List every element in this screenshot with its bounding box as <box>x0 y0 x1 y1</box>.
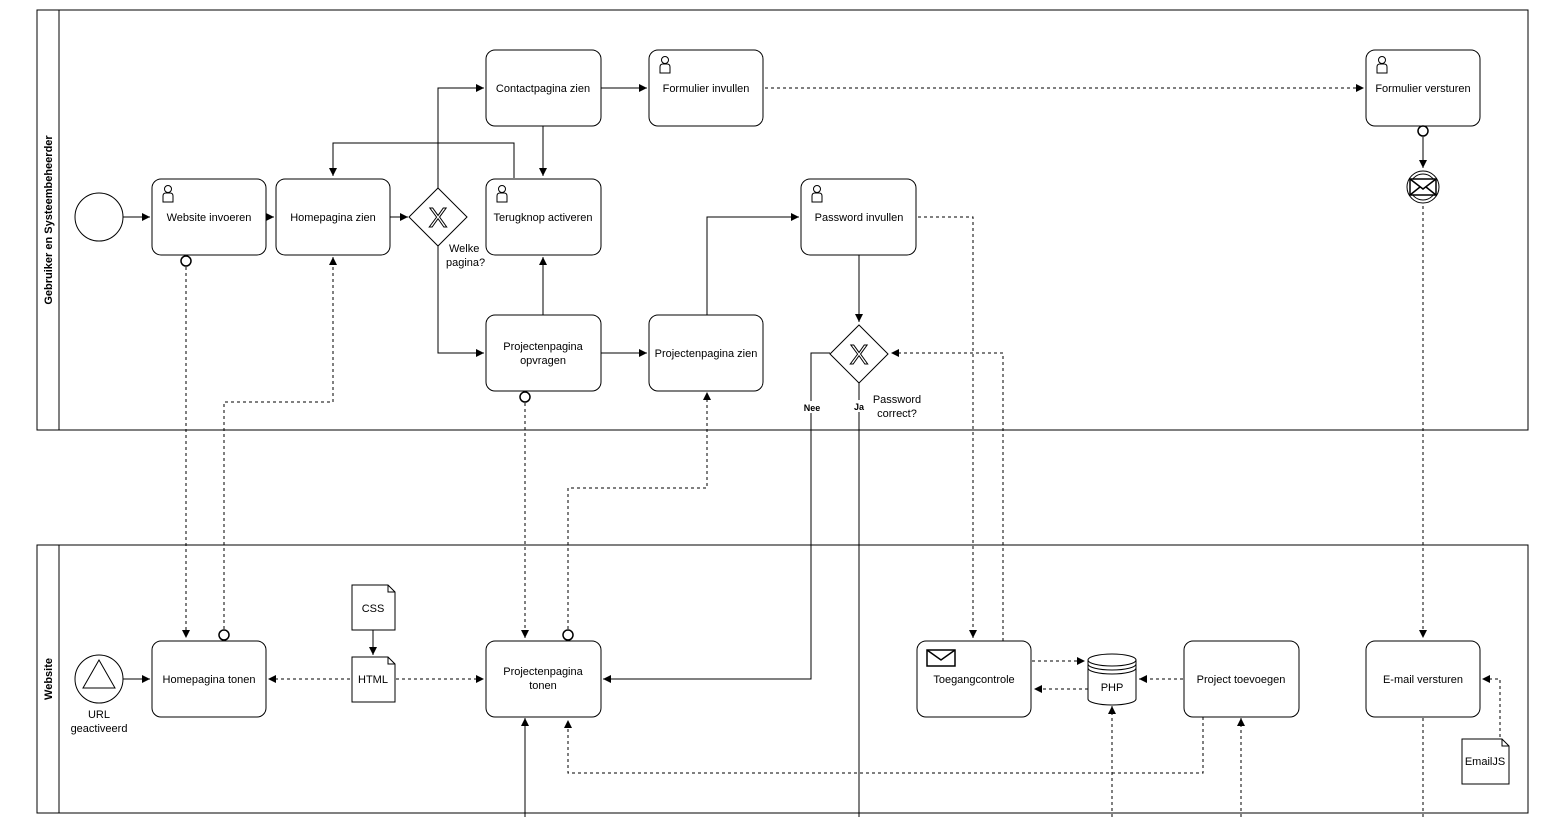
task-website-invoeren: Website invoeren <box>151 178 267 256</box>
data-object-css: CSS <box>351 584 396 631</box>
event-label-line1: URL <box>88 709 110 721</box>
msg-password-to-toegangcontrole <box>918 216 977 638</box>
flow-gateway-to-projecten <box>437 246 484 357</box>
envelope-icon <box>1409 178 1437 196</box>
task-project-toevoegen: Project toevoegen <box>1183 640 1300 718</box>
msg-homepagina-tonen-to-zien <box>223 257 337 629</box>
svg-text:CSS: CSS <box>362 603 385 615</box>
svg-text:Contactpagina zien: Contactpagina zien <box>496 83 590 95</box>
msg-toegangcontrole-to-gateway <box>891 349 1004 641</box>
message-flow-origins <box>180 125 1429 641</box>
task-projectenpagina-opvragen: Projectenpagina opvragen <box>485 314 602 392</box>
task-terugknop-activeren: Terugknop activeren <box>485 178 602 256</box>
svg-text:Projectenpagina zien: Projectenpagina zien <box>655 348 758 360</box>
user-icon <box>1376 56 1388 74</box>
x-icon: X <box>429 202 448 233</box>
task-projectenpagina-tonen: Projectenpagina tonen <box>485 640 602 718</box>
task-contactpagina-zien: Contactpagina zien <box>485 49 602 127</box>
svg-text:opvragen: opvragen <box>520 355 566 367</box>
task-homepagina-zien: Homepagina zien <box>275 178 391 256</box>
task-email-versturen: E-mail versturen <box>1365 640 1481 718</box>
pool-user-label: Gebruiker en Systeembeheerder <box>43 135 55 305</box>
task-formulier-invullen: Formulier invullen <box>648 49 764 127</box>
svg-text:EmailJS: EmailJS <box>1465 756 1505 768</box>
msg-project-toevoegen-to-projectenpagina-tonen <box>564 717 1204 774</box>
triangle-icon <box>82 658 116 689</box>
user-icon <box>659 56 671 74</box>
data-store-php: PHP <box>1087 653 1137 706</box>
gateway-welke-pagina: X Welke pagina? <box>408 187 485 269</box>
start-event <box>74 192 124 242</box>
svg-text:Project toevoegen: Project toevoegen <box>1197 674 1286 686</box>
flow-label-nee: Nee <box>804 403 821 413</box>
gateway-label-line1: Password <box>873 394 921 406</box>
data-object-html: HTML <box>351 656 396 703</box>
gateway-label-line2: pagina? <box>446 257 485 269</box>
task-password-invullen: Password invullen <box>800 178 917 256</box>
start-event-signal: URL geactiveerd <box>71 654 128 735</box>
flow-nee-to-projectenpagina-tonen <box>603 352 830 683</box>
svg-text:HTML: HTML <box>358 674 388 686</box>
flow-zien-to-password <box>706 213 799 315</box>
svg-text:Password invullen: Password invullen <box>815 212 904 224</box>
gateway-label-line1: Welke <box>449 243 479 255</box>
envelope-icon <box>926 649 956 667</box>
intermediate-message-event <box>1406 170 1440 204</box>
svg-text:Website invoeren: Website invoeren <box>167 212 252 224</box>
gateway-password-correct: X Password correct? Nee Ja <box>801 324 921 420</box>
flow-gateway-to-contact <box>437 84 484 188</box>
user-icon <box>811 185 823 203</box>
x-icon: X <box>850 339 869 370</box>
user-icon <box>162 185 174 203</box>
message-flows <box>182 84 1501 817</box>
gateway-label-line2: correct? <box>877 408 917 420</box>
svg-text:tonen: tonen <box>529 680 557 692</box>
event-label-line2: geactiveerd <box>71 723 128 735</box>
pool-website-label: Website <box>43 658 55 700</box>
flow-label-ja: Ja <box>854 402 865 412</box>
svg-text:Toegangcontrole: Toegangcontrole <box>933 674 1014 686</box>
sequence-flows <box>123 84 1427 817</box>
svg-text:Homepagina tonen: Homepagina tonen <box>163 674 256 686</box>
msg-tonen-to-zien <box>567 392 711 629</box>
svg-text:Projectenpagina: Projectenpagina <box>503 341 583 353</box>
svg-text:Formulier invullen: Formulier invullen <box>663 83 750 95</box>
task-homepagina-tonen: Homepagina tonen <box>151 640 267 718</box>
data-object-emailjs: EmailJS <box>1461 738 1510 785</box>
svg-text:Projectenpagina: Projectenpagina <box>503 666 583 678</box>
svg-text:Formulier versturen: Formulier versturen <box>1375 83 1470 95</box>
user-icon <box>496 185 508 203</box>
task-projectenpagina-zien: Projectenpagina zien <box>648 314 764 392</box>
svg-text:Terugknop activeren: Terugknop activeren <box>493 212 592 224</box>
flow-terugknop-to-homepagina <box>329 142 515 178</box>
svg-text:PHP: PHP <box>1101 682 1124 694</box>
task-formulier-versturen: Formulier versturen <box>1365 49 1481 127</box>
task-toegangcontrole: Toegangcontrole <box>916 640 1032 718</box>
svg-text:Homepagina zien: Homepagina zien <box>290 212 376 224</box>
svg-text:E-mail versturen: E-mail versturen <box>1383 674 1463 686</box>
